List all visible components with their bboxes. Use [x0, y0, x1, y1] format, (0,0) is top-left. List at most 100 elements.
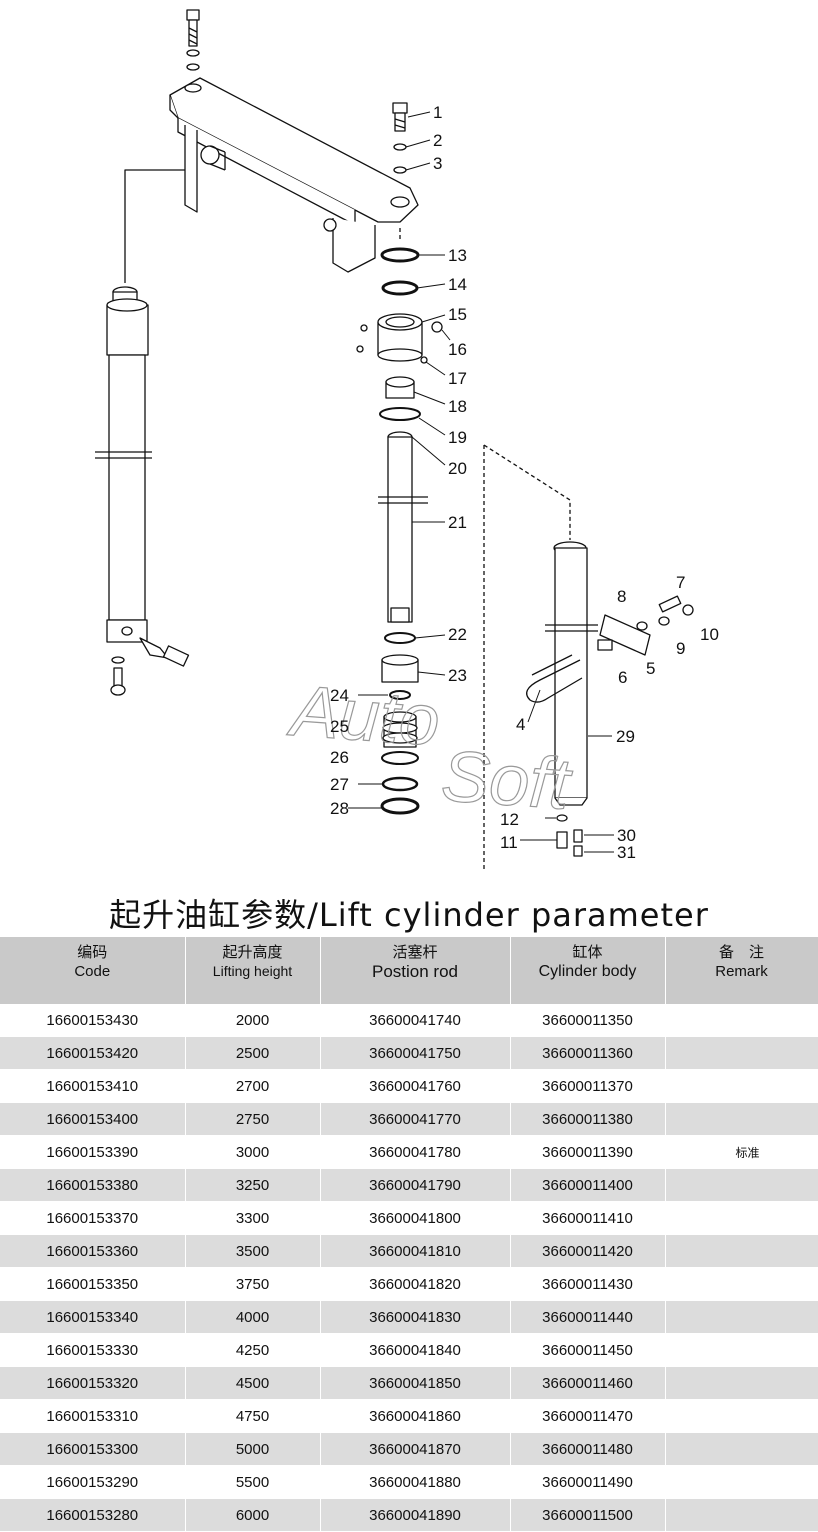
cell-piston-rod: 36600041740 — [320, 1004, 511, 1037]
callout-21: 21 — [448, 513, 467, 532]
header-piston-rod-cn: 活塞杆 — [392, 944, 438, 961]
cell-cylinder-body: 36600011460 — [510, 1366, 666, 1400]
cell-code: 16600153420 — [0, 1036, 186, 1070]
cell-cylinder-body: 36600011390 — [510, 1135, 666, 1169]
header-remark-en: Remark — [715, 963, 768, 980]
cell-code: 16600153340 — [0, 1300, 186, 1334]
callout-24: 24 — [330, 686, 349, 705]
callout-15: 15 — [448, 305, 467, 324]
cell-lifting-height: 5000 — [185, 1432, 321, 1466]
cell-piston-rod: 36600041770 — [320, 1102, 511, 1136]
callout-16: 16 — [448, 340, 467, 359]
cell-remark — [665, 1366, 818, 1400]
cell-lifting-height: 4250 — [185, 1333, 321, 1367]
cell-piston-rod: 36600041850 — [320, 1366, 511, 1400]
cell-lifting-height: 2500 — [185, 1036, 321, 1070]
callout-8: 8 — [617, 587, 626, 606]
callout-30: 30 — [617, 826, 636, 845]
cell-lifting-height: 3750 — [185, 1267, 321, 1301]
cell-remark — [665, 1201, 818, 1235]
svg-text:Auto: Auto — [285, 671, 442, 761]
callout-13: 13 — [448, 246, 467, 265]
callout-25: 25 — [330, 717, 349, 736]
cell-code: 16600153360 — [0, 1234, 186, 1268]
callout-2: 2 — [433, 131, 442, 150]
cell-cylinder-body: 36600011440 — [510, 1300, 666, 1334]
header-cylinder-body-cn: 缸体 — [572, 944, 603, 961]
cell-code: 16600153320 — [0, 1366, 186, 1400]
cell-lifting-height: 3500 — [185, 1234, 321, 1268]
cell-lifting-height: 4500 — [185, 1366, 321, 1400]
cell-piston-rod: 36600041860 — [320, 1399, 511, 1433]
callout-17: 17 — [448, 369, 467, 388]
callout-27: 27 — [330, 775, 349, 794]
cell-code: 16600153330 — [0, 1333, 186, 1367]
header-piston-rod: 活塞杆 Postion rod — [320, 937, 511, 1004]
callout-9: 9 — [676, 639, 685, 658]
callout-12: 12 — [500, 810, 519, 829]
cell-code: 16600153280 — [0, 1498, 186, 1532]
callout-14: 14 — [448, 275, 467, 294]
callout-22: 22 — [448, 625, 467, 644]
cell-cylinder-body: 36600011410 — [510, 1201, 666, 1235]
cell-remark — [665, 1465, 818, 1499]
callout-7: 7 — [676, 573, 685, 592]
cell-lifting-height: 3300 — [185, 1201, 321, 1235]
callout-20: 20 — [448, 459, 467, 478]
autosoft-watermark: Auto Soft — [284, 670, 576, 825]
cell-code: 16600153390 — [0, 1135, 186, 1169]
cell-code: 16600153350 — [0, 1267, 186, 1301]
cell-piston-rod: 36600041870 — [320, 1432, 511, 1466]
callout-19: 19 — [448, 428, 467, 447]
header-code-cn: 编码 — [77, 944, 108, 961]
cell-code: 16600153290 — [0, 1465, 186, 1499]
cell-cylinder-body: 36600011380 — [510, 1102, 666, 1136]
cell-lifting-height: 2700 — [185, 1069, 321, 1103]
cell-piston-rod: 36600041780 — [320, 1135, 511, 1169]
header-cylinder-body-en: Cylinder body — [538, 963, 637, 980]
exploded-parts-diagram: Auto Soft 1 2 3 4 5 6 7 8 9 10 11 12 13 … — [95, 9, 719, 870]
cell-code: 16600153370 — [0, 1201, 186, 1235]
cell-lifting-height: 4750 — [185, 1399, 321, 1433]
cell-remark — [665, 1432, 818, 1466]
callout-26: 26 — [330, 748, 349, 767]
header-code-en: Code — [74, 963, 111, 980]
cell-lifting-height: 4000 — [185, 1300, 321, 1334]
cell-remark: 标准 — [665, 1135, 818, 1169]
cell-lifting-height: 5500 — [185, 1465, 321, 1499]
cell-piston-rod: 36600041760 — [320, 1069, 511, 1103]
cell-remark — [665, 1102, 818, 1136]
cell-remark — [665, 1300, 818, 1334]
callout-31: 31 — [617, 843, 636, 862]
callout-4: 4 — [516, 715, 525, 734]
callout-11: 11 — [500, 833, 518, 852]
header-lifting-height-en: Lifting height — [212, 963, 293, 979]
callout-3: 3 — [433, 154, 442, 173]
cell-cylinder-body: 36600011490 — [510, 1465, 666, 1499]
header-code: 编码 Code — [0, 937, 186, 1004]
cell-remark — [665, 1399, 818, 1433]
header-piston-rod-en: Postion rod — [372, 962, 458, 981]
callout-5: 5 — [646, 659, 655, 678]
callout-10: 10 — [700, 625, 719, 644]
cell-code: 16600153300 — [0, 1432, 186, 1466]
svg-text:Soft: Soft — [439, 736, 575, 825]
cell-remark — [665, 1234, 818, 1268]
callout-28: 28 — [330, 799, 349, 818]
header-remark-cn: 备 注 — [718, 944, 764, 961]
cell-remark — [665, 1069, 818, 1103]
header-cylinder-body: 缸体 Cylinder body — [510, 937, 666, 1004]
